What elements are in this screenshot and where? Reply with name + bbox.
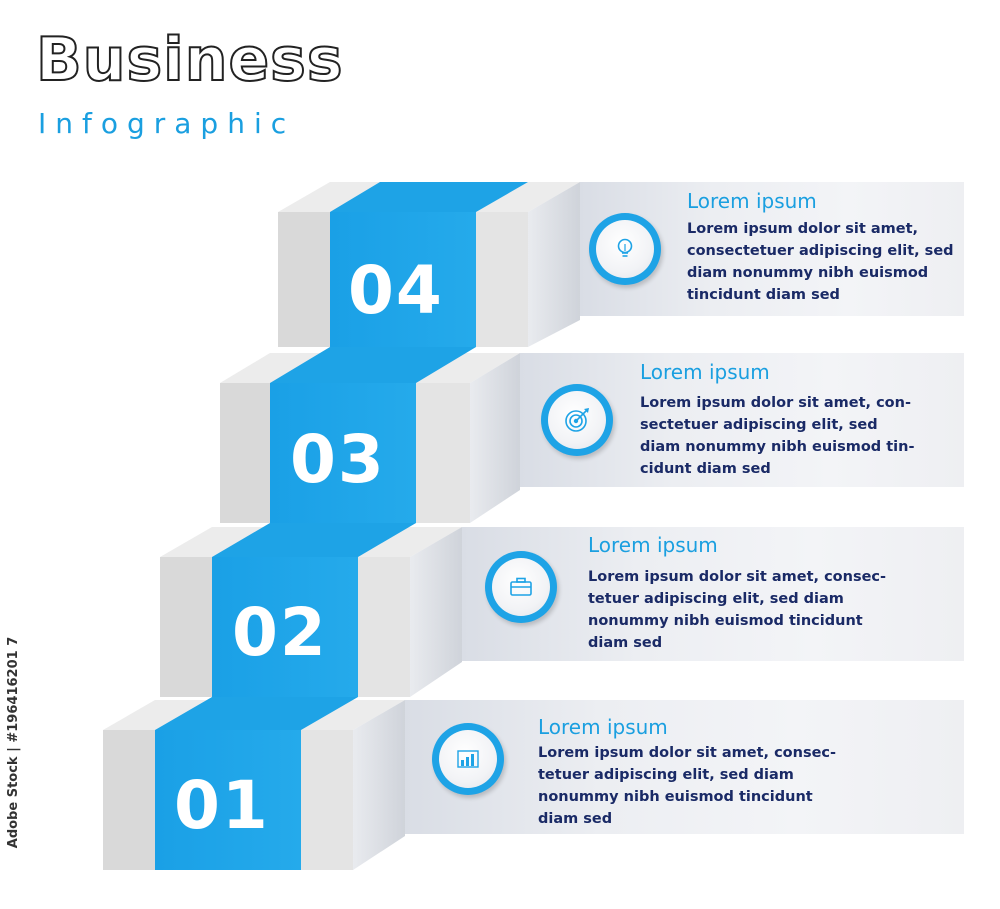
step-4-number: 04: [348, 252, 444, 329]
step-1-icon-badge: [432, 723, 504, 795]
stair-step-2: [160, 523, 462, 697]
step-4-title: Lorem ipsum: [687, 189, 817, 213]
step-2-title: Lorem ipsum: [588, 533, 718, 557]
infographic-subtitle: Infographic: [38, 107, 296, 140]
step-3-icon-badge: [541, 384, 613, 456]
step-3-body: Lorem ipsum dolor sit amet, con- sectetu…: [640, 395, 915, 477]
bar-chart-icon: [457, 750, 479, 768]
step-2-number: 02: [232, 594, 328, 671]
step-1-title: Lorem ipsum: [538, 715, 668, 739]
lightbulb-icon: [617, 238, 633, 257]
step-4-body: Lorem ipsum dolor sit amet, consectetuer…: [687, 221, 954, 303]
stair-step-1: [103, 697, 405, 870]
step-1-number: 01: [174, 767, 270, 844]
stair-step-3: [220, 347, 520, 523]
stair-step-4: [278, 182, 580, 347]
step-3-number: 03: [290, 421, 386, 498]
step-1-body: Lorem ipsum dolor sit amet, consec- tetu…: [538, 745, 837, 827]
briefcase-icon: [510, 577, 532, 596]
infographic-title: Business: [35, 25, 344, 95]
step-2-body: Lorem ipsum dolor sit amet, consec- tetu…: [588, 569, 887, 651]
step-4-icon-badge: [589, 213, 661, 285]
target-icon: [565, 408, 589, 432]
step-2-icon-badge: [485, 551, 557, 623]
step-3-title: Lorem ipsum: [640, 360, 770, 384]
